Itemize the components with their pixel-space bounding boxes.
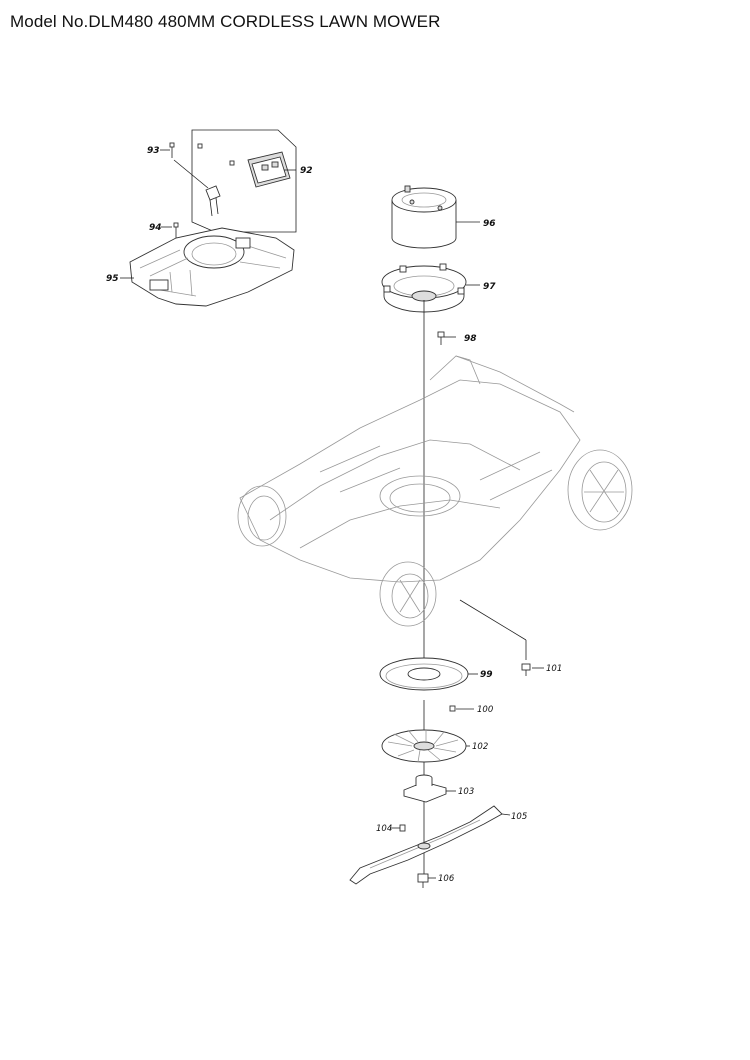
mower-deck-body — [237, 355, 633, 660]
bolt-106-part — [417, 873, 436, 888]
switch-box-assembly — [120, 129, 297, 307]
blade-105-part — [349, 805, 511, 885]
switch-module-part — [247, 151, 291, 188]
motor-mount-97-part — [381, 263, 480, 313]
fan-102-part — [381, 729, 470, 763]
page-title: Model No.DLM480 480MM CORDLESS LAWN MOWE… — [10, 12, 441, 31]
motor-96-part — [391, 185, 480, 249]
part-label-101: 101 — [546, 664, 562, 674]
part-label-95: 95 — [106, 274, 119, 284]
screw-104-part — [390, 824, 406, 832]
part-label-93: 93 — [147, 146, 160, 156]
connector-part — [173, 159, 221, 217]
part-label-94: 94 — [149, 223, 162, 233]
screw-98-part — [437, 331, 456, 345]
part-label-103: 103 — [458, 787, 474, 797]
plate-99-part — [379, 657, 478, 691]
part-label-98: 98 — [464, 334, 477, 344]
part-label-96: 96 — [483, 219, 496, 229]
blade-adapter-103-part — [403, 774, 456, 803]
part-label-92: 92 — [300, 166, 313, 176]
screw-93-part — [169, 142, 235, 166]
part-label-100: 100 — [477, 705, 493, 715]
part-label-106: 106 — [438, 874, 455, 884]
part-label-102: 102 — [472, 742, 488, 752]
screw-100-part — [449, 705, 474, 712]
motor-housing-95-part — [129, 227, 295, 307]
part-label-99: 99 — [480, 670, 493, 680]
part-label-104: 104 — [376, 824, 392, 834]
part-label-105: 105 — [511, 812, 527, 822]
screw-101-part — [521, 663, 544, 676]
part-label-97: 97 — [483, 282, 496, 292]
